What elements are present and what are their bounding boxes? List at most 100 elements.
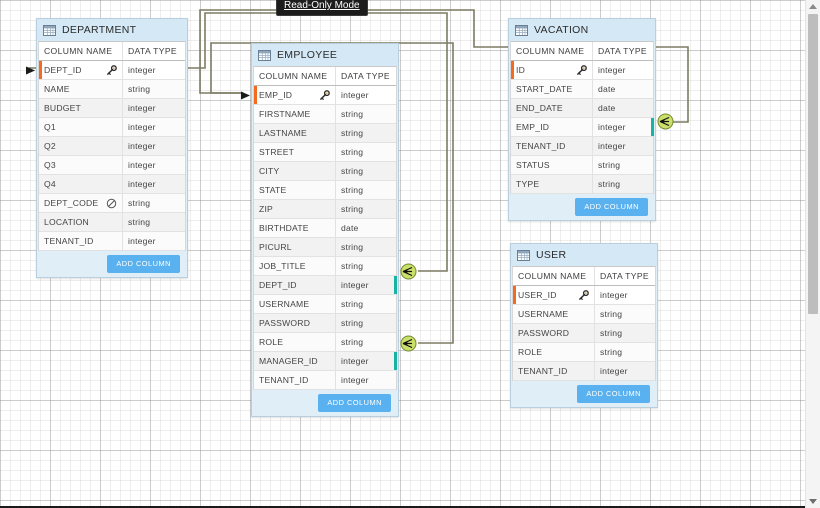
- column-type: integer: [600, 366, 628, 376]
- entity-footer: ADD COLUMN: [37, 251, 187, 277]
- scroll-down-arrow-icon[interactable]: [809, 499, 817, 504]
- add-column-button[interactable]: ADD COLUMN: [577, 385, 650, 403]
- key-icon: [107, 64, 117, 75]
- column-header-name: COLUMN NAME: [516, 46, 585, 56]
- column-row[interactable]: Q3 integer: [39, 156, 185, 175]
- column-type: string: [341, 318, 364, 328]
- entity-title: USER: [536, 249, 567, 261]
- column-type: string: [341, 242, 364, 252]
- column-header-type: DATA TYPE: [335, 67, 396, 85]
- scroll-up-arrow-icon[interactable]: [809, 4, 817, 9]
- arrow-into-department-pk: [26, 63, 36, 75]
- entity-title: DEPARTMENT: [62, 24, 137, 36]
- column-row[interactable]: TENANT_ID integer: [511, 137, 653, 156]
- column-type: integer: [128, 103, 156, 113]
- column-type: string: [128, 217, 151, 227]
- column-type: string: [341, 261, 364, 271]
- add-column-button[interactable]: ADD COLUMN: [318, 394, 391, 412]
- column-row[interactable]: EMP_ID integer: [254, 86, 396, 105]
- column-name: DEPT_ID: [44, 65, 82, 75]
- add-column-button[interactable]: ADD COLUMN: [107, 255, 180, 273]
- entity-header[interactable]: USER: [511, 244, 657, 266]
- column-name: PASSWORD: [259, 318, 311, 328]
- column-type: string: [341, 204, 364, 214]
- primary-key-marker: [513, 286, 516, 304]
- table-grid-icon: [515, 24, 528, 36]
- column-name: ROLE: [518, 347, 543, 357]
- column-header-type: DATA TYPE: [594, 267, 655, 285]
- column-type: integer: [598, 65, 626, 75]
- table-grid-icon: [258, 49, 271, 61]
- add-column-button[interactable]: ADD COLUMN: [575, 198, 648, 216]
- column-type: date: [598, 84, 616, 94]
- column-type: integer: [128, 160, 156, 170]
- column-name: TENANT_ID: [516, 141, 566, 151]
- entity-header[interactable]: EMPLOYEE: [252, 44, 398, 66]
- column-type: integer: [341, 375, 369, 385]
- relationship-endpoint-vacation-employee[interactable]: [657, 113, 674, 130]
- column-name: BIRTHDATE: [259, 223, 309, 233]
- column-type: integer: [128, 141, 156, 151]
- entity-header[interactable]: VACATION: [509, 19, 655, 41]
- entity-header[interactable]: DEPARTMENT: [37, 19, 187, 41]
- column-row[interactable]: PASSWORD string: [254, 314, 396, 333]
- column-header-name: COLUMN NAME: [44, 46, 113, 56]
- column-name: TENANT_ID: [44, 236, 94, 246]
- column-name: USER_ID: [518, 290, 557, 300]
- column-type: integer: [341, 90, 369, 100]
- column-name: EMP_ID: [259, 90, 293, 100]
- relationship-endpoint-employee-manager[interactable]: [400, 335, 417, 352]
- vertical-scrollbar-thumb[interactable]: [808, 14, 818, 314]
- circle-slash-icon: [106, 198, 117, 208]
- column-type: integer: [598, 122, 626, 132]
- column-type: integer: [598, 141, 626, 151]
- read-only-mode-badge: Read-Only Mode: [276, 0, 368, 16]
- relationship-endpoint-employee-dept[interactable]: [400, 263, 417, 280]
- column-name: USERNAME: [518, 309, 569, 319]
- column-name: Q3: [44, 160, 56, 170]
- vertical-scrollbar[interactable]: [805, 0, 820, 508]
